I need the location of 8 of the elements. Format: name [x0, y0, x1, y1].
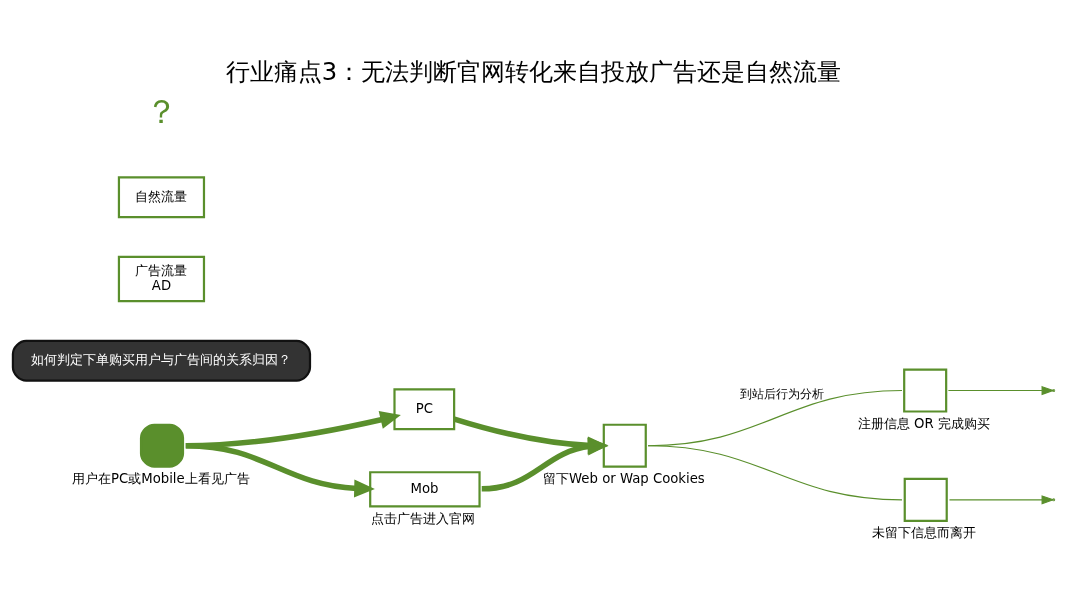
- node-label: 留下Web or Wap Cookies: [543, 470, 705, 486]
- node-label: 用户在PC或Mobile上看见广告: [72, 470, 250, 486]
- label: ？: [144, 91, 178, 131]
- node-label: 注册信息 OR 完成购买: [857, 415, 990, 431]
- node-label: 点击广告进入官网: [371, 510, 476, 526]
- edge-label: 到站后行为分析: [740, 386, 825, 401]
- diagram-title: 行业痛点3：无法判断官网转化来自投放广告还是自然流量: [225, 56, 842, 86]
- node-label: 未留下信息而离开: [872, 524, 977, 540]
